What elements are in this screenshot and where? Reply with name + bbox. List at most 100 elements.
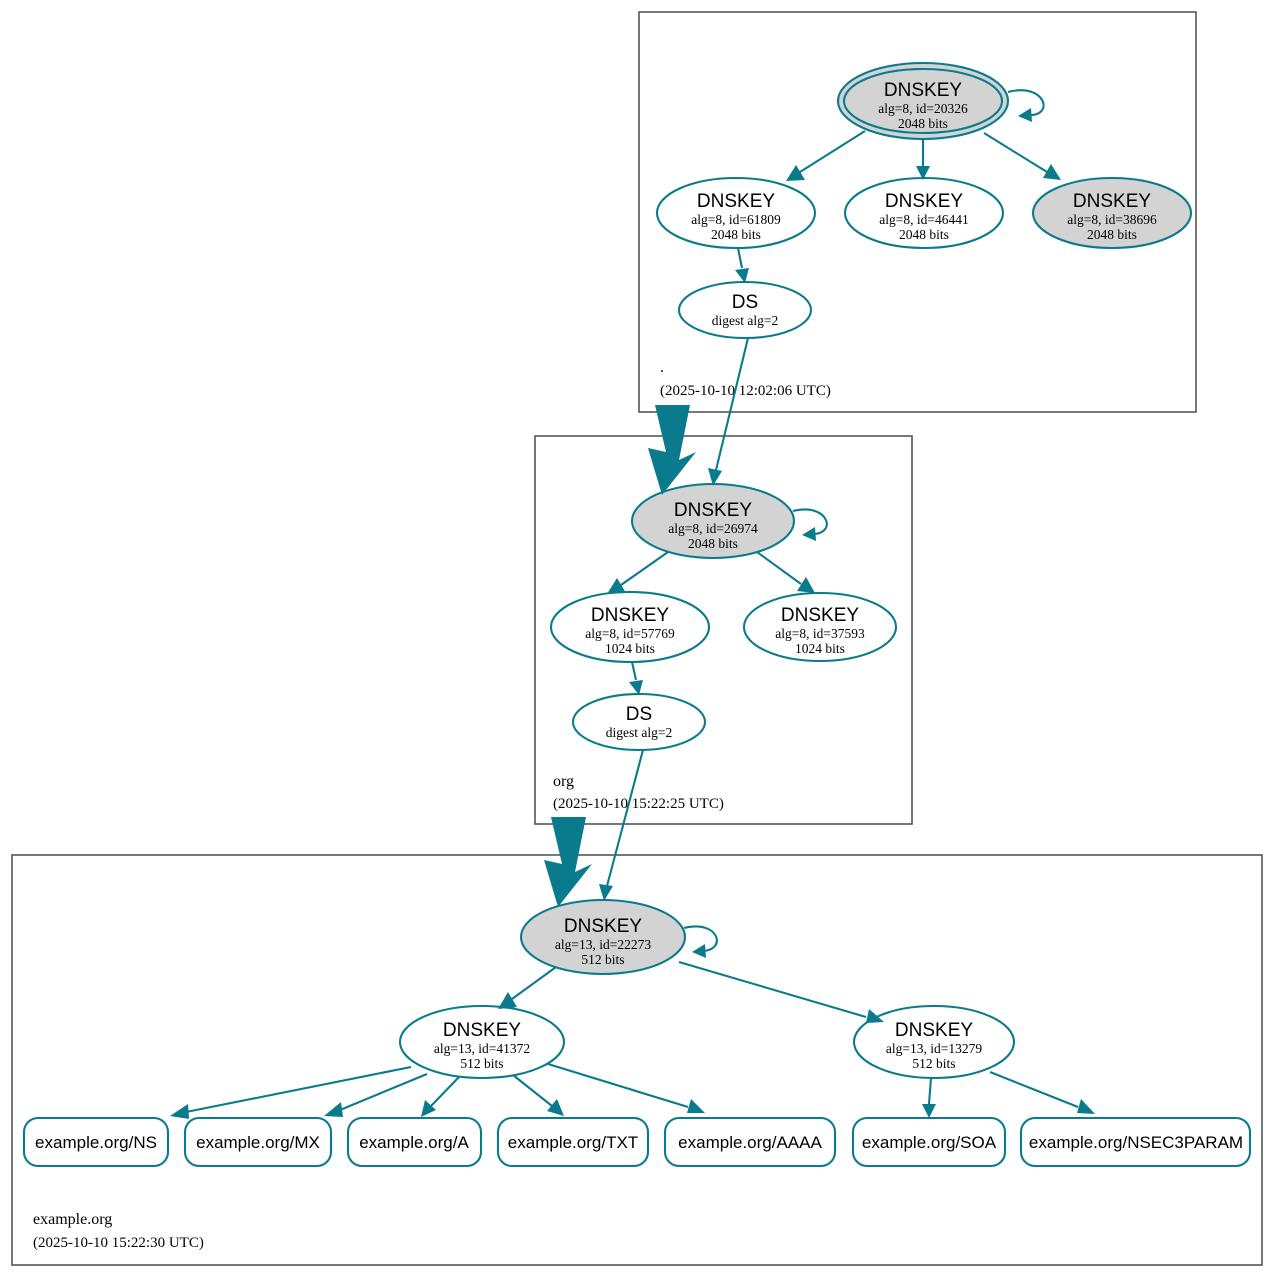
node-example-org-ksk-size: 512 bits xyxy=(581,952,624,967)
node-root-zsk-61809-size: 2048 bits xyxy=(711,227,761,242)
node-root-ksk-inner-ring xyxy=(842,67,1004,135)
node-rrset-soa[interactable]: example.org/SOA xyxy=(851,1116,1007,1168)
edge-zsk-13279-to-rrset-nsec3param xyxy=(989,1071,1095,1114)
node-org-ds-title: DS xyxy=(626,704,652,725)
node-org-zsk-57769-params: alg=8, id=57769 xyxy=(585,626,675,641)
node-example-org-zsk-13279-title: DNSKEY xyxy=(895,1020,973,1041)
node-root-zsk-46441-size: 2048 bits xyxy=(899,227,949,242)
zone-example-org-name: example.org xyxy=(33,1211,112,1228)
node-org-ds[interactable]: DS digest alg=2 xyxy=(571,692,707,752)
edge-zsk-41372-to-rrset-a xyxy=(421,1076,460,1117)
node-root-ksk-size: 2048 bits xyxy=(898,116,948,131)
node-org-zsk-37593-params: alg=8, id=37593 xyxy=(775,626,865,641)
edge-root-zsk-61809-to-ds xyxy=(735,247,749,283)
node-rrset-a-shape xyxy=(346,1116,483,1168)
edge-example-org-ksk-to-zsk-13279 xyxy=(678,960,884,1023)
node-org-zsk-37593-title: DNSKEY xyxy=(781,605,859,626)
node-org-ksk-title: DNSKEY xyxy=(674,500,752,521)
edge-root-ksk-to-zsk-46441 xyxy=(916,139,930,180)
node-example-org-ksk[interactable]: DNSKEY alg=13, id=22273 512 bits xyxy=(519,898,718,976)
edge-org-ksk-self-signature-arrowhead xyxy=(802,527,816,541)
edge-root-ksk-self-signature-arrowhead xyxy=(1018,108,1032,122)
node-root-zsk-46441-title: DNSKEY xyxy=(885,191,963,212)
node-rrset-aaaa[interactable]: example.org/AAAA xyxy=(663,1116,837,1168)
node-example-org-zsk-41372-shape xyxy=(398,1004,566,1080)
node-rrset-nsec3param-label: example.org/NSEC3PARAM xyxy=(1029,1133,1243,1152)
edge-zsk-41372-to-rrset-mx xyxy=(324,1073,428,1117)
edge-zsk-41372-to-rrset-ns xyxy=(170,1065,412,1119)
node-org-zsk-37593[interactable]: DNSKEY alg=8, id=37593 1024 bits xyxy=(742,591,898,663)
node-example-org-ksk-title: DNSKEY xyxy=(564,916,642,937)
zone-org-timestamp: (2025-10-10 15:22:25 UTC) xyxy=(553,796,724,812)
node-root-ds[interactable]: DS digest alg=2 xyxy=(677,280,813,340)
node-example-org-ksk-params: alg=13, id=22273 xyxy=(555,937,651,952)
node-example-org-zsk-13279[interactable]: DNSKEY alg=13, id=13279 512 bits xyxy=(852,1004,1016,1080)
edge-zsk-41372-to-rrset-txt xyxy=(512,1074,564,1116)
zone-example-org: DNSKEY alg=13, id=22273 512 bits DNSKEY … xyxy=(11,854,1263,1266)
node-rrset-mx[interactable]: example.org/MX xyxy=(183,1116,333,1168)
edge-org-zsk-57769-to-ds xyxy=(629,661,643,695)
edge-zsk-13279-to-rrset-soa xyxy=(922,1077,936,1118)
node-org-zsk-57769-title: DNSKEY xyxy=(591,605,669,626)
node-root-zsk-38696-size: 2048 bits xyxy=(1087,227,1137,242)
node-root-zsk-38696-params: alg=8, id=38696 xyxy=(1067,212,1157,227)
node-root-zsk-61809-title: DNSKEY xyxy=(697,191,775,212)
edge-root-ksk-to-zsk-61809 xyxy=(786,130,866,181)
node-org-zsk-37593-size: 1024 bits xyxy=(795,641,845,656)
edge-example-org-ksk-self-signature xyxy=(683,925,718,953)
edge-zsk-41372-to-rrset-aaaa xyxy=(547,1062,705,1113)
node-rrset-txt-label: example.org/TXT xyxy=(508,1133,638,1152)
node-root-zsk-46441-params: alg=8, id=46441 xyxy=(879,212,968,227)
node-root-ds-title: DS xyxy=(732,292,758,313)
node-org-zsk-57769[interactable]: DNSKEY alg=8, id=57769 1024 bits xyxy=(549,590,711,664)
trust-chain-arrow-root-to-org xyxy=(648,405,696,495)
node-root-zsk-46441[interactable]: DNSKEY alg=8, id=46441 2048 bits xyxy=(843,176,1005,250)
node-root-ds-params: digest alg=2 xyxy=(712,313,778,328)
node-root-ksk[interactable]: DNSKEY alg=8, id=20326 2048 bits xyxy=(836,61,1045,141)
zone-example-org-timestamp: (2025-10-10 15:22:30 UTC) xyxy=(33,1235,204,1251)
node-example-org-zsk-41372-size: 512 bits xyxy=(460,1056,503,1071)
node-rrset-txt[interactable]: example.org/TXT xyxy=(496,1116,650,1168)
edge-root-ds-to-org-ksk xyxy=(708,337,750,486)
node-org-ksk-params: alg=8, id=26974 xyxy=(668,521,758,536)
node-org-ksk[interactable]: DNSKEY alg=8, id=26974 2048 bits xyxy=(630,482,828,560)
edge-org-ksk-to-zsk-37593 xyxy=(756,551,815,593)
node-example-org-zsk-41372[interactable]: DNSKEY alg=13, id=41372 512 bits xyxy=(398,1004,566,1080)
node-example-org-ksk-shape xyxy=(519,898,687,976)
edge-root-ksk-self-signature xyxy=(1007,89,1045,117)
zone-org-name: org xyxy=(553,773,574,790)
node-org-zsk-57769-shape xyxy=(549,590,711,664)
edge-example-org-ksk-to-zsk-41372 xyxy=(498,966,557,1009)
node-org-ds-params: digest alg=2 xyxy=(606,725,672,740)
node-rrset-txt-shape xyxy=(496,1116,650,1168)
zone-org: DNSKEY alg=8, id=26974 2048 bits DNSKEY … xyxy=(534,435,913,825)
node-example-org-zsk-41372-title: DNSKEY xyxy=(443,1020,521,1041)
node-example-org-zsk-13279-size: 512 bits xyxy=(912,1056,955,1071)
edge-example-org-ksk-self-signature-arrowhead xyxy=(692,944,706,958)
edge-root-ksk-to-zsk-38696 xyxy=(983,132,1061,180)
node-root-ksk-title: DNSKEY xyxy=(884,80,962,101)
edge-org-ds-to-example-org-ksk xyxy=(599,749,645,901)
node-rrset-mx-shape xyxy=(183,1116,333,1168)
edge-org-ksk-to-zsk-57769 xyxy=(607,551,669,594)
node-rrset-ns-shape xyxy=(22,1116,170,1168)
node-rrset-aaaa-label: example.org/AAAA xyxy=(678,1133,822,1152)
node-example-org-zsk-41372-params: alg=13, id=41372 xyxy=(434,1041,530,1056)
node-rrset-ns[interactable]: example.org/NS xyxy=(22,1116,170,1168)
node-root-zsk-61809-params: alg=8, id=61809 xyxy=(691,212,781,227)
node-rrset-soa-label: example.org/SOA xyxy=(862,1133,997,1152)
node-rrset-nsec3param[interactable]: example.org/NSEC3PARAM xyxy=(1019,1116,1252,1168)
node-rrset-ns-label: example.org/NS xyxy=(35,1133,157,1152)
trust-chain-arrow-org-to-example-org xyxy=(544,817,592,907)
node-rrset-a[interactable]: example.org/A xyxy=(346,1116,483,1168)
node-root-zsk-38696[interactable]: DNSKEY alg=8, id=38696 2048 bits xyxy=(1031,176,1193,250)
node-example-org-zsk-13279-shape xyxy=(852,1004,1016,1080)
node-root-zsk-38696-shape xyxy=(1031,176,1193,250)
edge-org-ksk-self-signature xyxy=(792,508,828,536)
node-root-zsk-61809[interactable]: DNSKEY alg=8, id=61809 2048 bits xyxy=(655,176,817,250)
node-example-org-zsk-13279-params: alg=13, id=13279 xyxy=(886,1041,982,1056)
node-org-zsk-37593-shape xyxy=(742,591,898,663)
zone-root-timestamp: (2025-10-10 12:02:06 UTC) xyxy=(660,383,831,399)
zone-root-name: . xyxy=(660,359,664,376)
